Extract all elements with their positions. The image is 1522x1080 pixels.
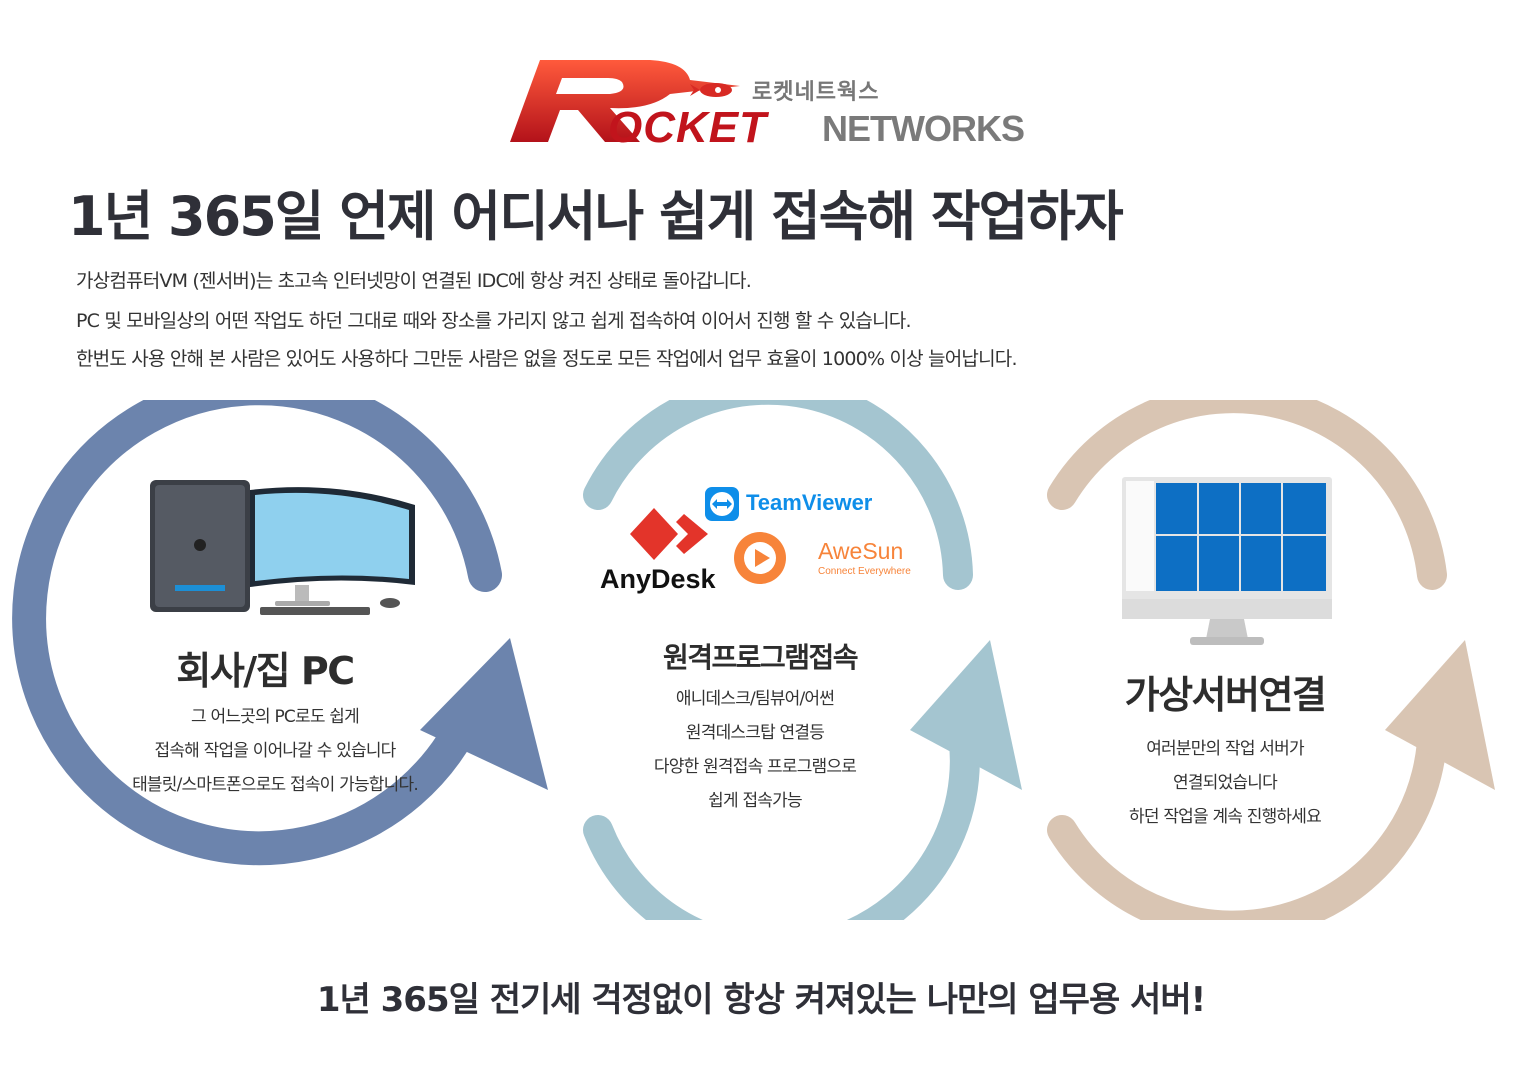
step3-arrow xyxy=(1047,400,1495,920)
step2-desc-line: 원격데스크탑 연결등 xyxy=(685,723,825,743)
remote-tools-logos: TeamViewer AnyDesk AweSun Connect Everyw… xyxy=(600,480,930,600)
step3-desc-line: 연결되었습니다 xyxy=(1173,773,1278,793)
step2-desc-line: 다양한 원격접속 프로그램으로 xyxy=(653,757,857,777)
svg-text:OCKET: OCKET xyxy=(608,103,769,152)
footer-tagline: 1년 365일 전기세 걱정없이 항상 켜져있는 나만의 업무용 서버! xyxy=(316,980,1206,1020)
step2-desc-line: 쉽게 접속가능 xyxy=(708,791,802,811)
step1-title: 회사/집 PC xyxy=(176,649,355,693)
step2-title: 원격프로그램접속 xyxy=(662,641,859,674)
step2-arrow xyxy=(583,400,1022,920)
step1-arrow xyxy=(12,400,548,866)
page-headline: 1년 365일 언제 어디서나 쉽게 접속해 작업하자 xyxy=(68,185,1124,248)
cycle-arrows xyxy=(12,400,1495,920)
awesun-label: AweSun xyxy=(818,538,904,564)
desktop-pc-illustration xyxy=(150,480,415,615)
awesun-icon xyxy=(734,532,786,584)
teamviewer-label: TeamViewer xyxy=(746,490,873,515)
step1-description: 그 어느곳의 PC로도 쉽게 접속해 작업을 이어나갈 수 있습니다 태블릿/스… xyxy=(90,700,460,802)
intro-line-3: 한번도 사용 안해 본 사람은 있어도 사용하다 그만둔 사람은 없을 정도로 … xyxy=(76,348,1017,370)
step2-desc-line: 애니데스크/팀뷰어/어썬 xyxy=(675,689,835,709)
intro-line-1: 가상컴퓨터VM (젠서버)는 초고속 인터넷망이 연결된 IDC에 항상 켜진 … xyxy=(76,270,752,292)
teamviewer-icon xyxy=(705,487,739,521)
step1-desc-line: 그 어느곳의 PC로도 쉽게 xyxy=(191,707,360,727)
logo-korean-text: 로켓네트웍스 xyxy=(752,80,880,105)
step3-description: 여러분만의 작업 서버가 연결되었습니다 하던 작업을 계속 진행하세요 xyxy=(1080,732,1370,834)
intro-line-2: PC 및 모바일상의 어떤 작업도 하던 그대로 때와 장소를 가리지 않고 쉽… xyxy=(76,310,911,332)
step2-description: 애니데스크/팀뷰어/어썬 원격데스크탑 연결등 다양한 원격접속 프로그램으로 … xyxy=(600,682,910,818)
logo-english-text: NETWORKS xyxy=(822,108,1025,149)
step1-desc-line: 태블릿/스마트폰으로도 접속이 가능합니다. xyxy=(132,775,419,795)
step3-title: 가상서버연결 xyxy=(1124,673,1327,717)
awesun-tagline: Connect Everywhere xyxy=(818,566,911,577)
anydesk-icon xyxy=(630,508,708,560)
rocket-networks-logo: OCKET 로켓네트웍스 NETWORKS xyxy=(500,50,1025,160)
step1-desc-line: 접속해 작업을 이어나갈 수 있습니다 xyxy=(154,741,396,761)
step3-desc-line: 여러분만의 작업 서버가 xyxy=(1146,739,1304,759)
anydesk-label: AnyDesk xyxy=(600,564,716,594)
rocket-logo-mark: OCKET xyxy=(510,60,769,152)
step3-desc-line: 하던 작업을 계속 진행하세요 xyxy=(1129,807,1322,827)
virtual-server-monitor xyxy=(1122,477,1332,645)
